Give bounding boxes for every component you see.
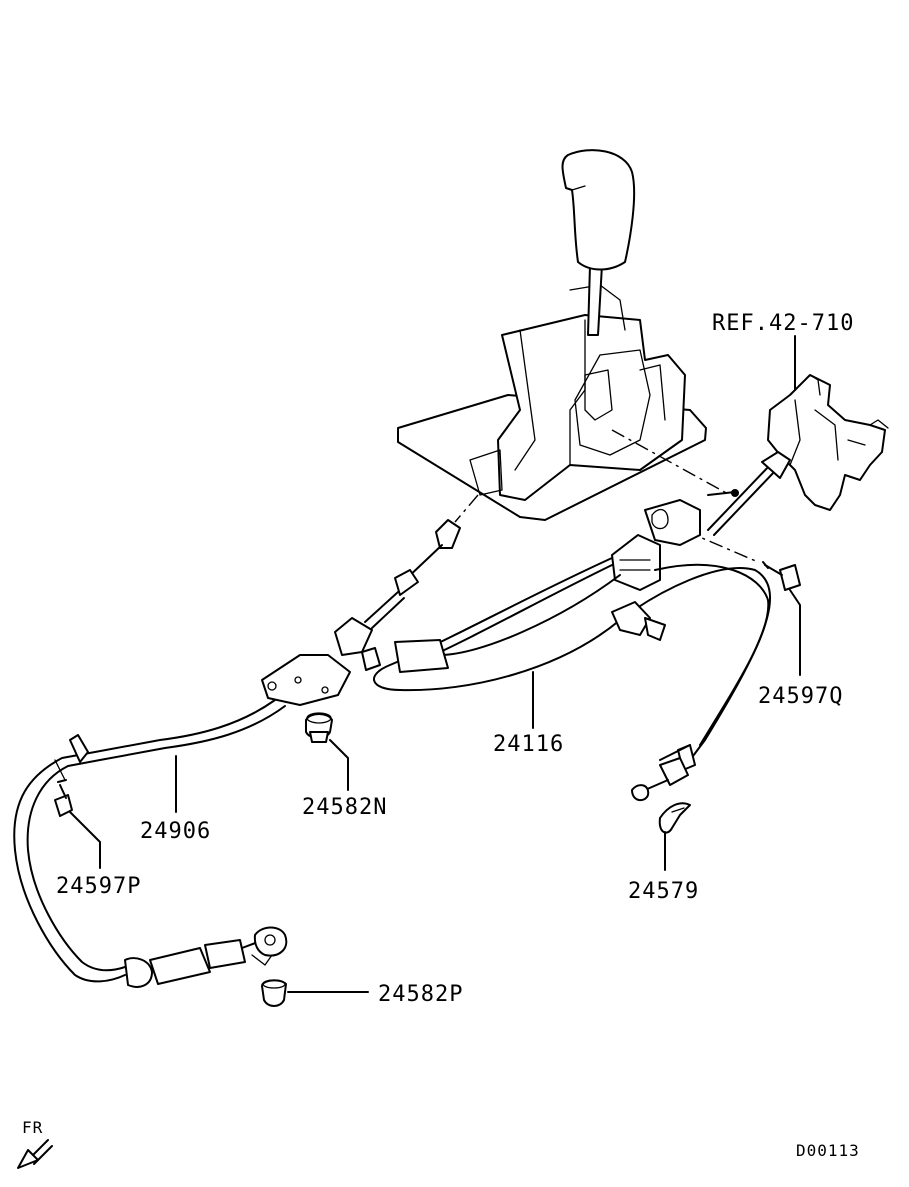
cable-24906 — [13, 519, 461, 988]
diagram-code: D00113 — [796, 1141, 860, 1160]
transmission-ref-part — [767, 374, 889, 511]
label-24116: 24116 — [493, 732, 564, 757]
bolt-24597Q — [762, 561, 801, 676]
label-24582N: 24582N — [302, 795, 387, 820]
label-24579: 24579 — [628, 879, 699, 904]
clip-24579 — [658, 802, 691, 871]
bushing-24582P — [261, 979, 369, 1007]
label-24582P: 24582P — [378, 982, 463, 1007]
fr-label: FR — [22, 1118, 43, 1137]
shift-lever-assembly — [397, 149, 759, 563]
label-24597P: 24597P — [56, 874, 141, 899]
label-24597Q: 24597Q — [758, 684, 843, 709]
cable-24116 — [361, 451, 791, 802]
bushing-24582N — [305, 712, 349, 791]
bolt-24597P — [54, 779, 101, 869]
fr-arrow-icon — [17, 1139, 53, 1169]
label-24906: 24906 — [140, 819, 211, 844]
label-ref-42-710: REF.42-710 — [712, 311, 854, 336]
